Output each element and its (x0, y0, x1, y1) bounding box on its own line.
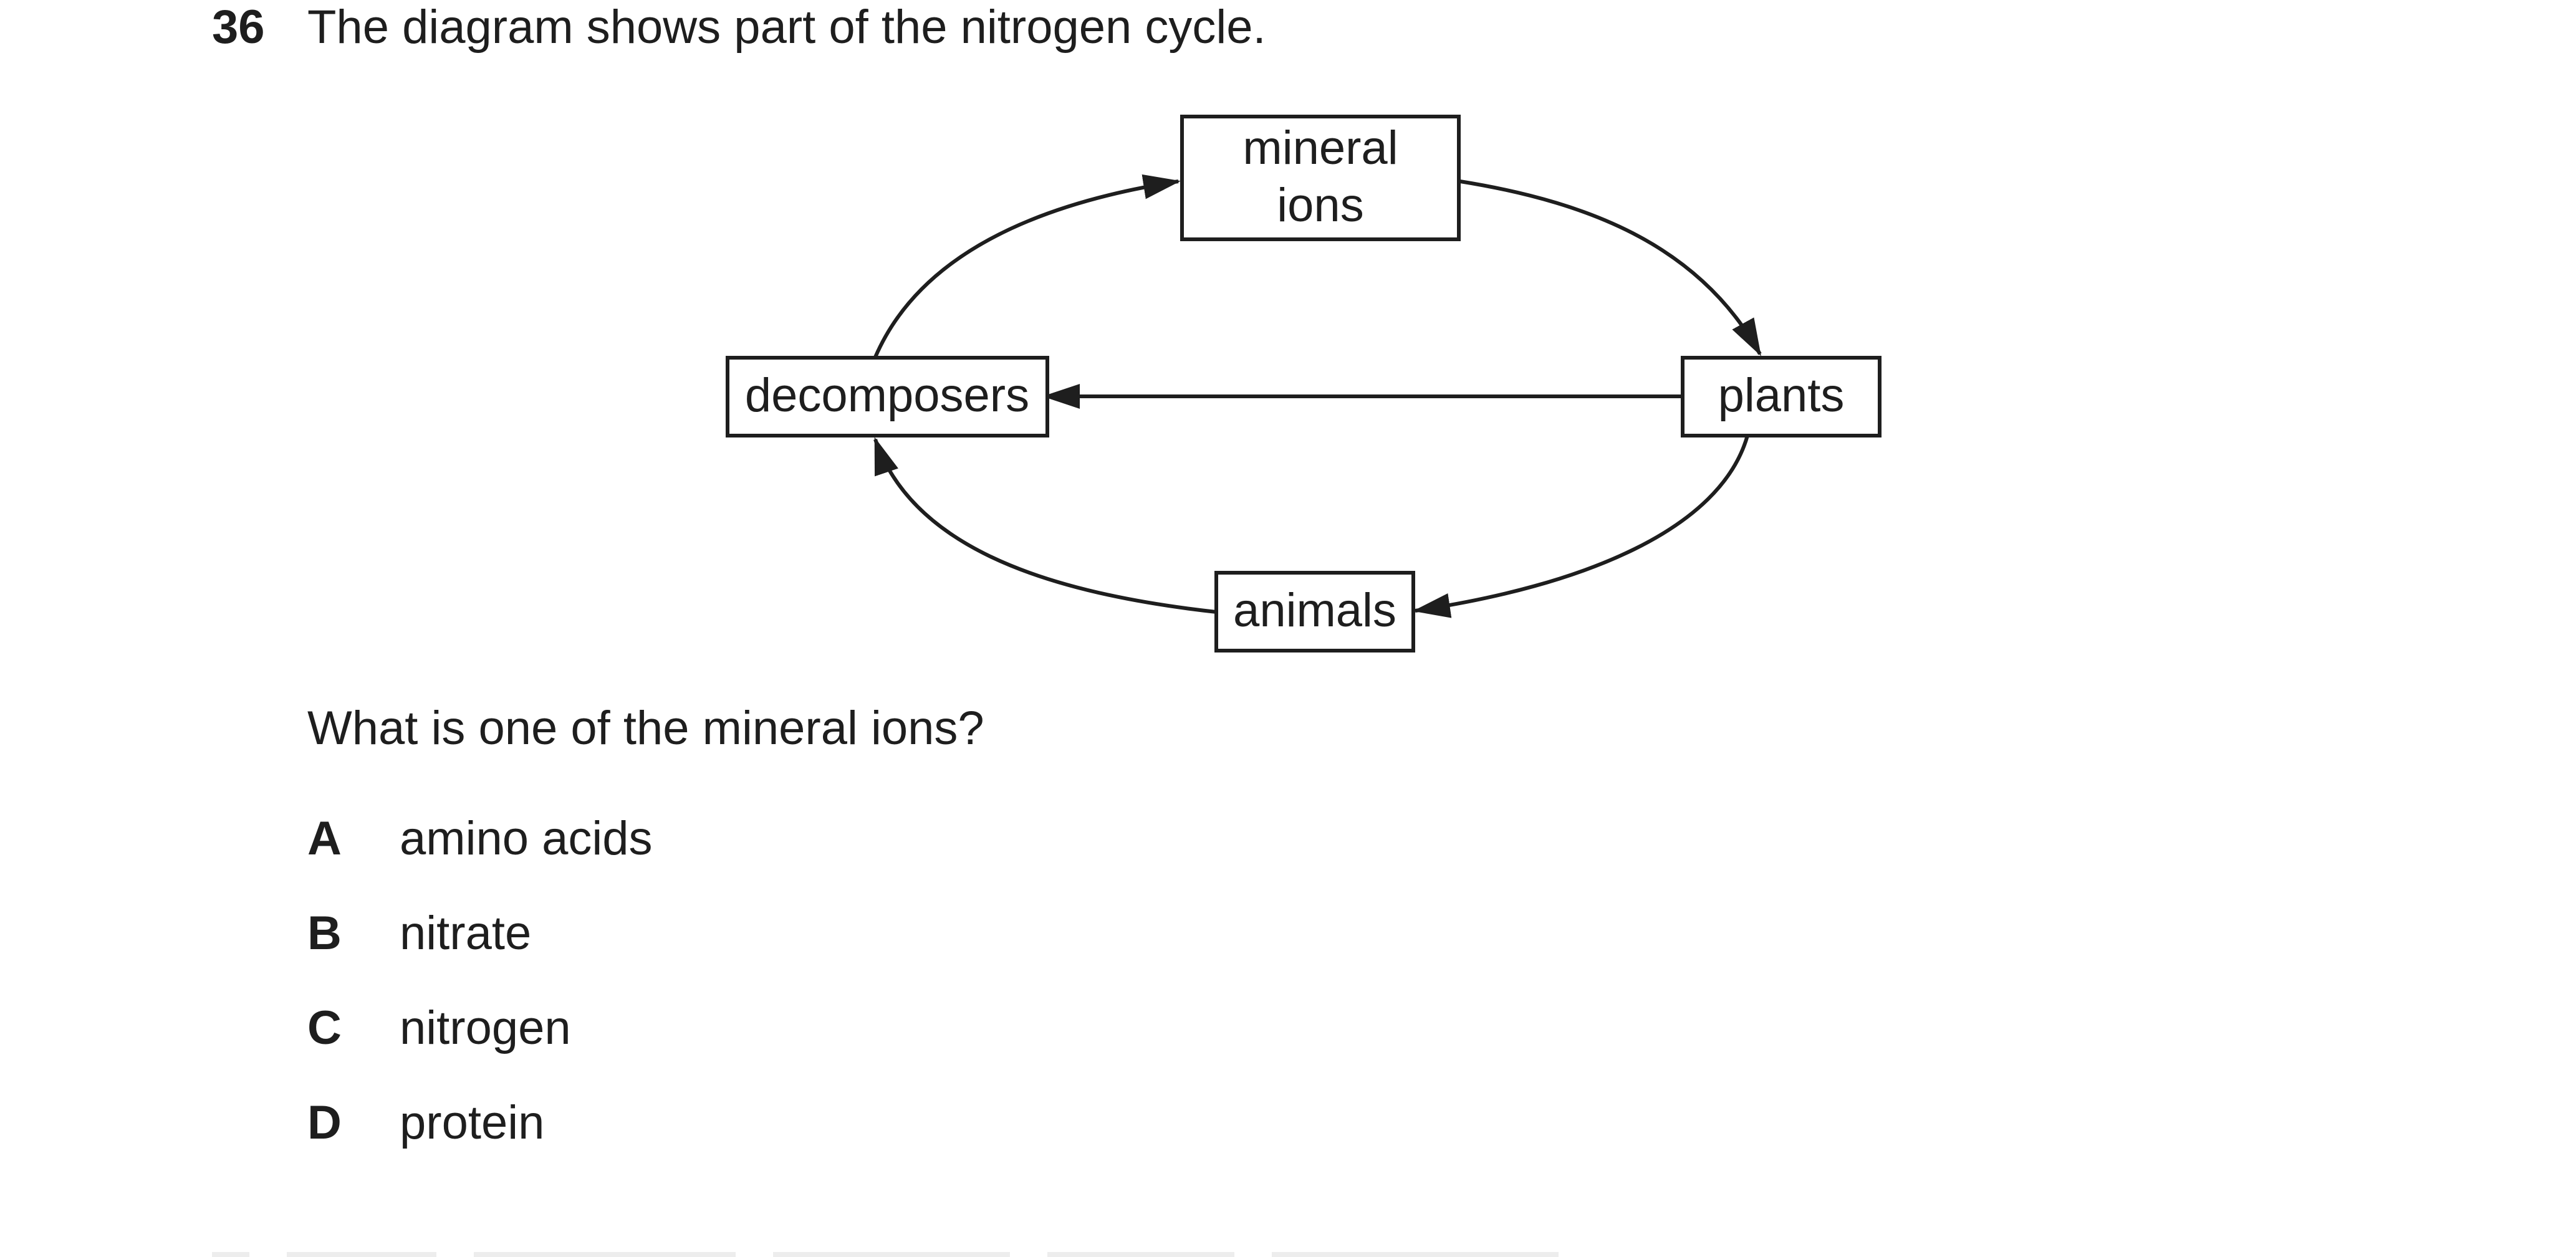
node-mineral-ions: mineral ions (1180, 115, 1461, 241)
node-mineral-ions-label-line2: ions (1277, 179, 1363, 232)
arrow-animals-to-decomposers (873, 437, 1217, 614)
node-mineral-ions-label-line1: mineral (1242, 122, 1398, 174)
option-c-letter: C (307, 1001, 342, 1054)
option-c-text: nitrogen (400, 1001, 571, 1054)
node-plants-label: plants (1718, 369, 1845, 422)
node-animals: animals (1214, 571, 1415, 652)
node-decomposers-label: decomposers (745, 369, 1029, 422)
question-prompt: What is one of the mineral ions? (307, 702, 984, 755)
question-text: The diagram shows part of the nitrogen c… (307, 1, 1266, 54)
arrow-mineral-ions-to-plants (1459, 179, 1762, 356)
option-b-text: nitrate (400, 907, 532, 960)
arrow-plants-to-animals (1413, 435, 1749, 618)
option-d-letter: D (307, 1096, 342, 1149)
option-a-letter: A (307, 812, 342, 865)
nitrogen-cycle-diagram: mineral ions decomposers plants animals (726, 115, 1882, 652)
next-question-cutoff (212, 1243, 1833, 1257)
node-decomposers: decomposers (726, 356, 1049, 437)
option-a-text: amino acids (400, 812, 653, 865)
node-plants: plants (1681, 356, 1882, 437)
option-b-letter: B (307, 907, 342, 960)
question-number: 36 (212, 1, 265, 54)
node-animals-label: animals (1233, 584, 1396, 637)
arrow-decomposers-to-mineral-ions (873, 174, 1181, 358)
option-d-text: protein (400, 1096, 545, 1149)
